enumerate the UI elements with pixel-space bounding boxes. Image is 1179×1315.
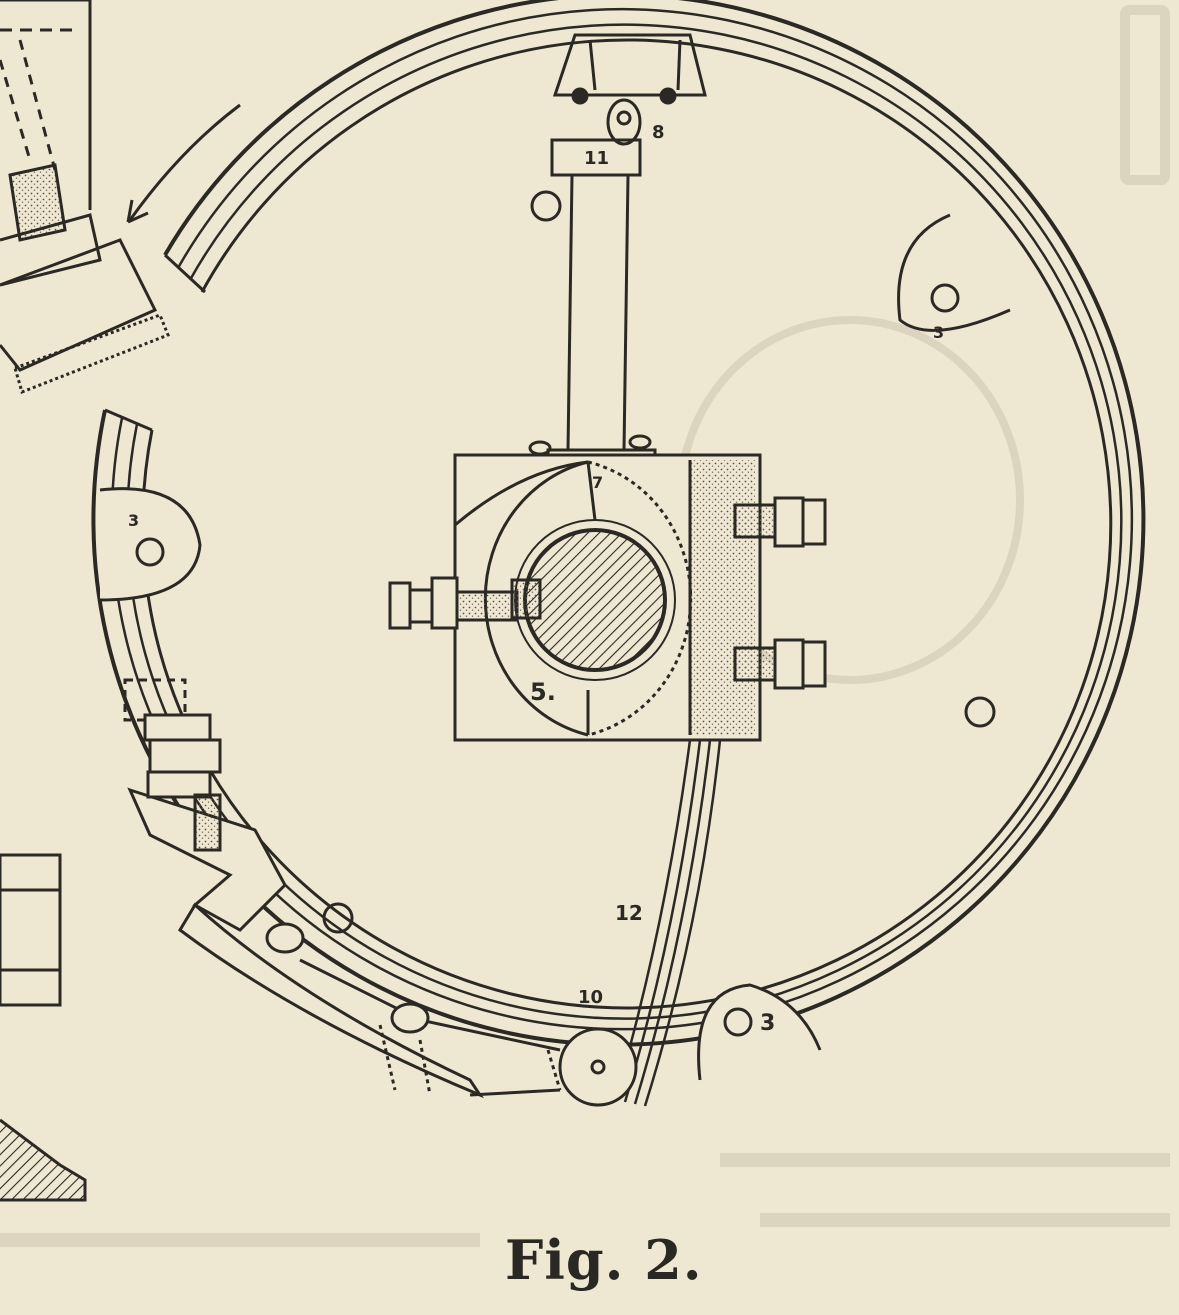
hub-block-part5: [453, 453, 762, 742]
label-part-3c: 3: [760, 1011, 775, 1036]
label-part-10: 10: [578, 987, 603, 1008]
mounting-holes: [322, 190, 996, 934]
label-part-11: 11: [584, 148, 609, 169]
left-set-screw: [388, 576, 542, 630]
mounting-lugs: [99, 213, 1011, 1081]
label-part-3a: 3: [933, 323, 944, 342]
figure-caption: Fig. 2.: [505, 1228, 703, 1292]
rotation-arrow: [126, 103, 241, 224]
top-clip-part8: [552, 33, 707, 146]
label-part-8: 8: [652, 122, 665, 143]
label-part-5: 5.: [530, 678, 556, 706]
side-housing-bottom: [0, 853, 87, 1202]
leaf-spring-part12: [613, 739, 722, 1107]
label-part-7: 7: [592, 473, 603, 492]
side-housing-top: [0, 0, 170, 394]
adjuster-assembly: [123, 678, 484, 1099]
stem-assembly-part11: [528, 138, 657, 460]
label-part-3b: 3: [128, 511, 139, 530]
label-part-12: 12: [615, 901, 643, 925]
part-labels: 3 3 3 5. 7 8 10 11 12: [128, 122, 944, 1036]
reverse-side-bleed: [0, 5, 1170, 1247]
right-bolts: [733, 496, 827, 690]
